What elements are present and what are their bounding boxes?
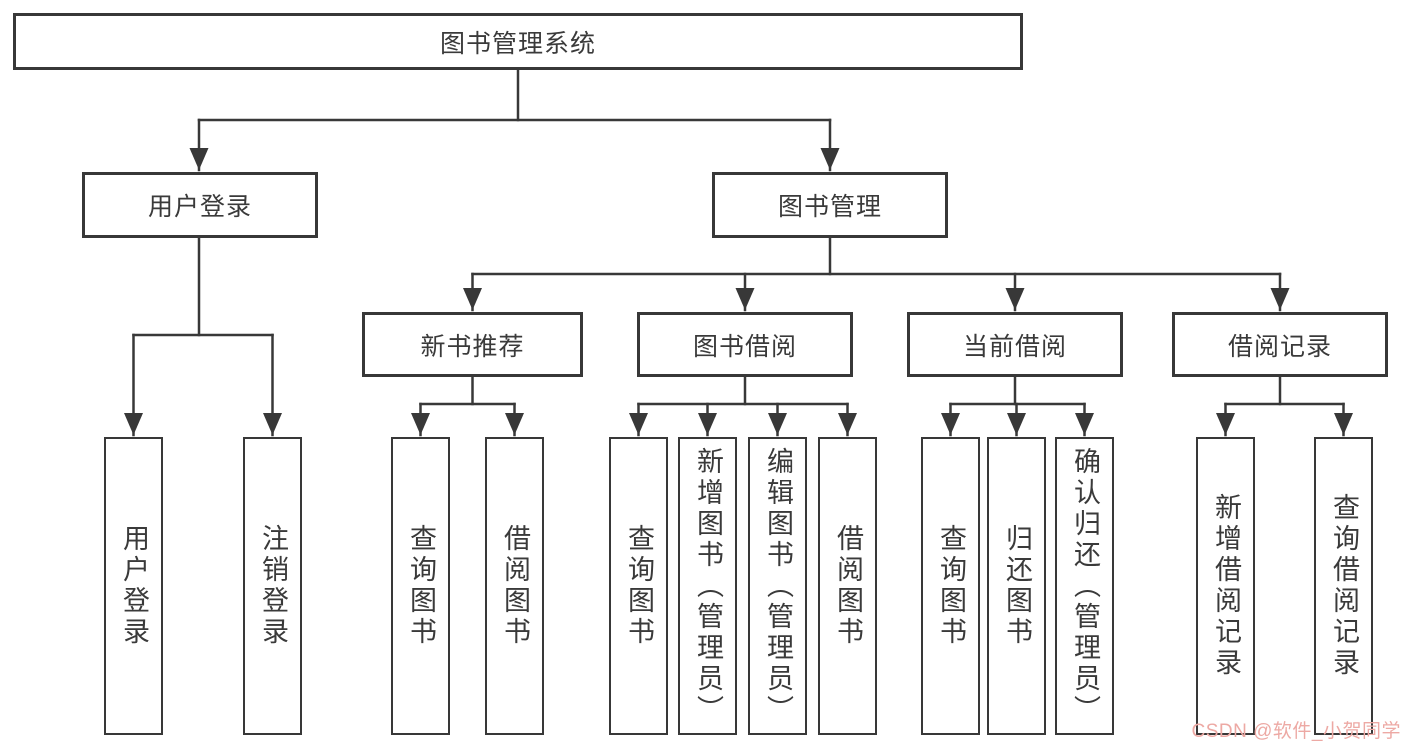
leaf-edit-books-admin: 编辑图书（管理员） — [748, 437, 807, 735]
leaf-confirm-return-admin: 确认归还（管理员） — [1055, 437, 1114, 735]
leaf-label: 新增借阅记录 — [1211, 493, 1241, 679]
leaf-logout: 注销登录 — [243, 437, 302, 735]
leaf-label: 归还图书 — [1002, 524, 1032, 648]
leaf-add-books-admin: 新增图书（管理员） — [678, 437, 737, 735]
leaf-query-books-borrow: 查询图书 — [609, 437, 668, 735]
leaf-return-books: 归还图书 — [987, 437, 1046, 735]
leaf-query-books-current: 查询图书 — [921, 437, 980, 735]
leaf-label: 查询图书 — [406, 524, 436, 648]
leaf-user-login: 用户登录 — [104, 437, 163, 735]
leaf-label: 确认归还（管理员） — [1070, 446, 1100, 726]
leaf-query-books-recommend: 查询图书 — [391, 437, 450, 735]
leaf-label: 新增图书（管理员） — [693, 446, 723, 726]
leaf-borrow-books-recommend: 借阅图书 — [485, 437, 544, 735]
node-borrowing-records: 借阅记录 — [1172, 312, 1388, 377]
node-user-login: 用户登录 — [82, 172, 318, 238]
csdn-watermark: CSDN @软件_小贺同学 — [1191, 721, 1401, 742]
leaf-label: 借阅图书 — [833, 524, 863, 648]
leaf-label: 查询图书 — [936, 524, 966, 648]
node-book-borrowing: 图书借阅 — [637, 312, 853, 377]
leaf-label: 编辑图书（管理员） — [763, 446, 793, 726]
leaf-add-borrow-record: 新增借阅记录 — [1196, 437, 1255, 735]
node-book-management: 图书管理 — [712, 172, 948, 238]
leaf-borrow-books: 借阅图书 — [818, 437, 877, 735]
leaf-query-borrow-record: 查询借阅记录 — [1314, 437, 1373, 735]
node-new-book-recommend: 新书推荐 — [362, 312, 583, 377]
node-library-system: 图书管理系统 — [13, 13, 1023, 70]
leaf-label: 借阅图书 — [500, 524, 530, 648]
node-current-borrowing: 当前借阅 — [907, 312, 1123, 377]
leaf-label: 查询借阅记录 — [1329, 493, 1359, 679]
leaf-label: 查询图书 — [624, 524, 654, 648]
leaf-label: 用户登录 — [119, 524, 149, 648]
leaf-label: 注销登录 — [258, 524, 288, 648]
